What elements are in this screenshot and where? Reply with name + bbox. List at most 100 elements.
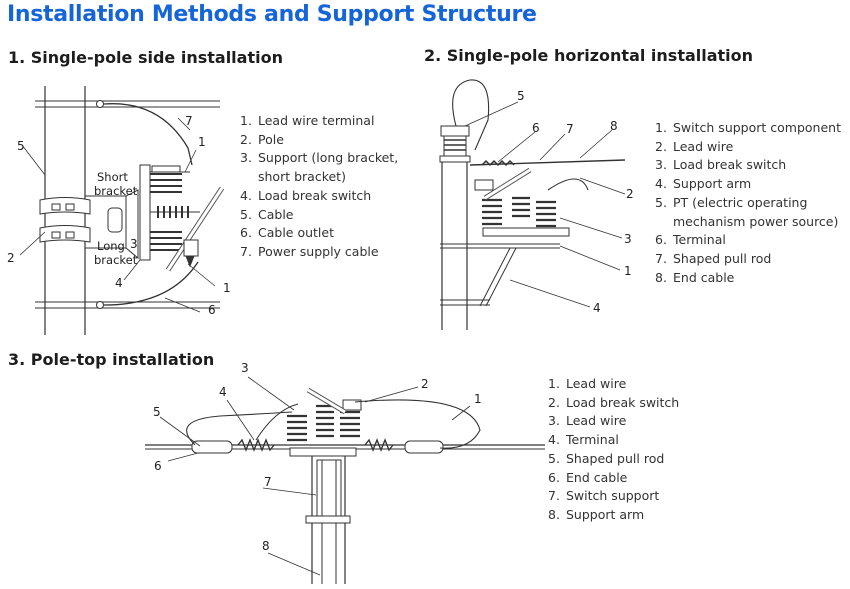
callout-s1-1b: 1 — [223, 281, 231, 295]
legend-item: 6. End cable — [548, 469, 728, 488]
callout-s3-7: 7 — [264, 475, 272, 489]
legend-item-text: Switch support — [566, 488, 660, 504]
lead-wires-s3 — [186, 399, 481, 449]
legend-item-text: Load break switch — [258, 187, 372, 203]
legend-item: 2.Load break switch — [548, 394, 728, 413]
load-break-switch-s3 — [287, 387, 362, 442]
legend-item: 6. Cable outlet — [240, 224, 400, 243]
legend-item-text: Terminal — [673, 232, 726, 248]
section-3-title: 3. Pole-top installation — [8, 350, 215, 369]
legend-item: 1. Switch support component — [655, 119, 845, 138]
callout-s2-7: 7 — [566, 122, 574, 136]
callout-s1-6: 6 — [208, 303, 216, 317]
legend-item: 5. Shaped pull rod — [548, 450, 728, 469]
callout-s3-5: 5 — [153, 405, 161, 419]
legend-item-text: Lead wire — [673, 138, 734, 154]
legend-item-number: 5. — [655, 194, 667, 210]
callout-s1-1a: 1 — [198, 135, 206, 149]
legend-item: 2. Lead wire — [655, 138, 845, 157]
legend-item-number: 1. — [240, 113, 252, 128]
legend-item-number: 6. — [240, 225, 252, 241]
section-1-legend: 1. Lead wire terminal 2. Pole 3.Support (lon… — [240, 112, 400, 262]
legend-item-number: 4. — [655, 176, 667, 192]
legend-item: 7. Switch support — [548, 487, 728, 506]
legend-item-number: 8. — [655, 269, 667, 285]
legend-item-number: 4. — [240, 187, 252, 203]
pt-unit — [439, 125, 471, 163]
legend-item-number: 5. — [240, 206, 252, 222]
legend-item-text: Support (long bracket, short bracket) — [258, 150, 399, 185]
section-1-title: 1. Single-pole side installation — [8, 48, 283, 67]
legend-item-text: Pole — [258, 131, 284, 147]
legend-item: 4. Load break switch — [240, 187, 400, 206]
legend-item-text: Lead wire terminal — [258, 113, 375, 128]
callout-s1-5: 5 — [17, 139, 25, 153]
legend-item: 2. Pole — [240, 131, 400, 150]
legend-item-text: Cable outlet — [258, 225, 334, 241]
pole-clamps — [39, 197, 91, 243]
legend-item: 1. Lead wire terminal — [240, 112, 400, 131]
callout-s2-8: 8 — [610, 119, 618, 133]
legend-item: 7. Power supply cable — [240, 243, 400, 262]
pole-s2 — [441, 160, 468, 330]
legend-item: 5. Cable — [240, 206, 400, 225]
legend-item-text: Power supply cable — [258, 243, 379, 259]
switch-brackets — [85, 189, 139, 260]
legend-item-text: End cable — [673, 269, 735, 285]
legend-item-text: End cable — [566, 469, 628, 485]
legend-item-number: 2. — [240, 131, 252, 147]
legend-item: 4.Support arm — [655, 175, 845, 194]
legend-item: 3.Lead wire — [548, 412, 728, 431]
legend-item-number: 6. — [655, 232, 667, 248]
legend-item: 7.Shaped pull rod — [655, 250, 845, 269]
callout-s1-2: 2 — [7, 251, 15, 265]
section-2-legend: 1. Switch support component 2. Lead wire 3. L… — [655, 119, 845, 287]
callout-s2-5: 5 — [517, 89, 525, 103]
callout-s3-2: 2 — [421, 377, 429, 391]
legend-item: 8.Support arm — [548, 506, 728, 525]
diagram-pole-top-installation: 3 4 5 6 7 8 2 1 — [145, 361, 545, 584]
callout-s2-3: 3 — [624, 232, 632, 246]
legend-item: 1.Lead wire — [548, 375, 728, 394]
callout-s3-8: 8 — [262, 539, 270, 553]
legend-item-number: 8. — [548, 506, 560, 522]
callout-s2-6: 6 — [532, 121, 540, 135]
legend-item-number: 1. — [548, 376, 560, 391]
callout-s1-4: 4 — [115, 276, 123, 290]
callout-s2-2: 2 — [626, 187, 634, 201]
callout-s1-3: 3 — [130, 237, 138, 251]
page-title: Installation Methods and Support Structu… — [7, 2, 537, 27]
legend-item-number: 4. — [548, 432, 560, 448]
legend-item-text: PT (electric operating mechanism power s… — [673, 194, 839, 229]
legend-item-number: 7. — [240, 243, 252, 259]
callout-lines-s1 — [19, 117, 216, 313]
legend-item-number: 7. — [548, 488, 560, 504]
callout-lines-s2 — [464, 101, 626, 308]
load-break-switch-s1 — [139, 164, 225, 272]
callout-s2-4: 4 — [593, 301, 601, 315]
legend-item-number: 3. — [655, 157, 667, 173]
legend-item-number: 2. — [655, 138, 667, 154]
legend-item-number: 6. — [548, 469, 560, 485]
legend-item-number: 5. — [548, 450, 560, 466]
switch-support-s2 — [440, 227, 570, 307]
load-break-switch-s2 — [474, 167, 589, 228]
legend-item-text: Load break switch — [673, 157, 787, 173]
pole-s3 — [305, 452, 351, 584]
legend-item-number: 1. — [655, 120, 667, 135]
legend-item-text: Shaped pull rod — [566, 450, 665, 466]
legend-item: 6. Terminal — [655, 231, 845, 250]
legend-item: 3. Load break switch — [655, 156, 845, 175]
legend-item-text: Shaped pull rod — [673, 250, 772, 266]
callout-s1-7: 7 — [185, 114, 193, 128]
legend-item: 3.Support (long bracket, short bracket) — [240, 149, 400, 186]
legend-item-number: 2. — [548, 394, 560, 410]
legend-item-text: Switch support component — [673, 120, 841, 135]
long-bracket-label-2: bracket — [94, 253, 138, 267]
legend-item: 4. Terminal — [548, 431, 728, 450]
callout-s3-4: 4 — [219, 385, 227, 399]
legend-item-text: Terminal — [566, 432, 619, 448]
legend-item-text: Cable — [258, 206, 294, 222]
